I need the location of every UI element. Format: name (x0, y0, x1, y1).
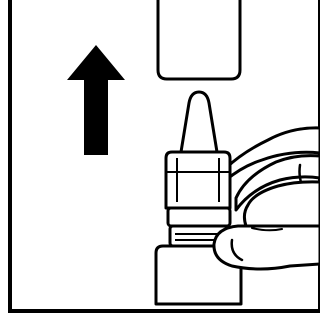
nasal-spray-cap-icon (158, 0, 240, 79)
